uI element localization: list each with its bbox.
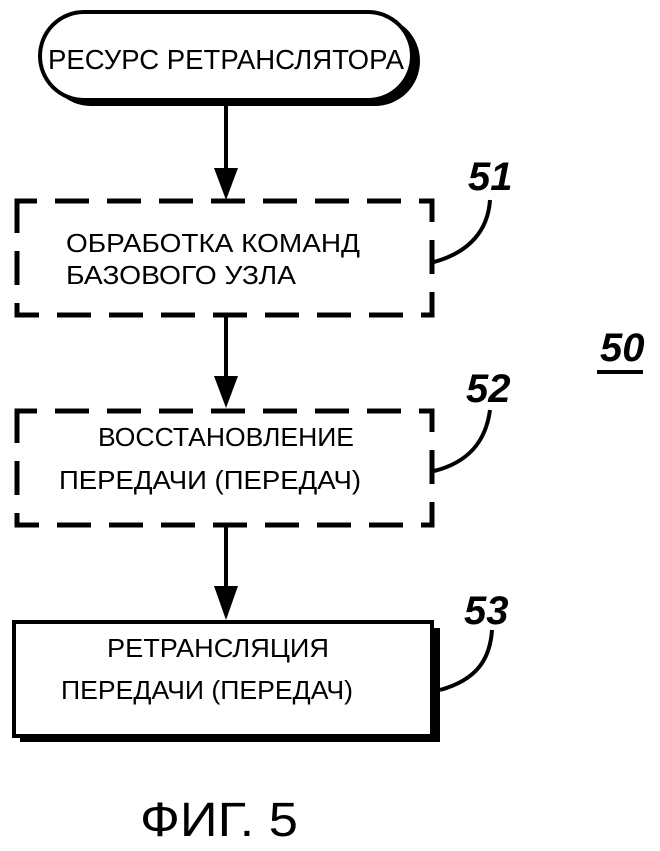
block-51-line1: ОБРАБОТКА КОМАНД	[66, 228, 360, 258]
figure-ref-50: 50	[597, 326, 645, 374]
arrow-52-to-53	[214, 525, 238, 620]
ref-52: 52	[433, 367, 511, 473]
start-terminator: РЕСУРС РЕТРАНСЛЯТОРА	[38, 10, 420, 106]
block-53: РЕТРАНСЛЯЦИЯ ПЕРЕДАЧИ (ПЕРЕДАЧ)	[12, 620, 440, 742]
block-51-line2: БАЗОВОГО УЗЛА	[66, 260, 297, 290]
ref-51-label: 51	[468, 155, 513, 199]
block-52-line2: ПЕРЕДАЧИ (ПЕРЕДАЧ)	[59, 465, 361, 495]
ref-51: 51	[433, 155, 513, 264]
block-53-line2: ПЕРЕДАЧИ (ПЕРЕДАЧ)	[61, 675, 353, 705]
block-51: ОБРАБОТКА КОМАНД БАЗОВОГО УЗЛА	[14, 198, 435, 318]
figure-caption: ФИГ. 5	[140, 794, 298, 847]
block-52: ВОССТАНОВЛЕНИЕ ПЕРЕДАЧИ (ПЕРЕДАЧ)	[14, 408, 435, 528]
ref-52-label: 52	[466, 367, 511, 411]
block-52-line1: ВОССТАНОВЛЕНИЕ	[98, 422, 354, 452]
ref-53-label: 53	[464, 589, 509, 633]
start-label: РЕСУРС РЕТРАНСЛЯТОРА	[48, 44, 404, 75]
arrow-51-to-52	[214, 315, 238, 408]
figure-ref-50-label: 50	[600, 326, 645, 370]
arrow-start-to-51	[214, 104, 238, 200]
ref-53: 53	[439, 589, 509, 692]
block-53-line1: РЕТРАНСЛЯЦИЯ	[107, 633, 329, 663]
